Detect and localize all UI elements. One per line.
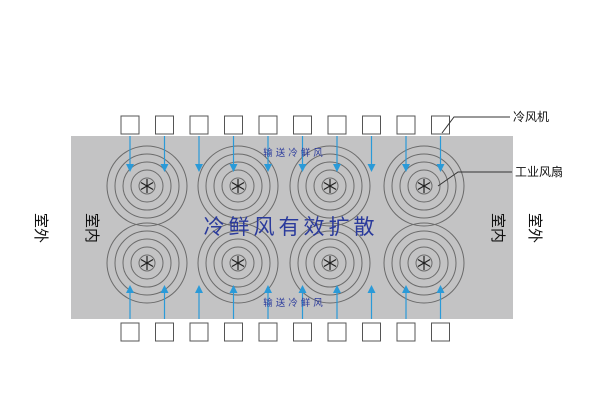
cooler-unit-top-5 [258, 115, 278, 135]
fan-ring [130, 169, 164, 203]
fan-ring [229, 177, 247, 195]
fan-ring [122, 238, 172, 288]
fan-hub-spoke [140, 258, 154, 268]
fan-ring [297, 230, 363, 296]
fan-ring [213, 161, 263, 211]
fan-hub-spoke [417, 258, 431, 268]
fan-hub-spoke [140, 181, 154, 191]
fan-ring [407, 169, 441, 203]
industrial-fan-1-4 [383, 145, 465, 227]
cooler-unit-bottom-6 [293, 322, 312, 342]
right-indoor-label: 室内 [489, 213, 507, 243]
fan-ring [383, 145, 465, 227]
fan-ring [415, 177, 433, 195]
fan-ring [289, 222, 371, 304]
fan-ring [305, 238, 355, 288]
bottom-airflow-caption: 输 送 冷 鲜 风 [263, 297, 323, 309]
fan-ring [122, 161, 172, 211]
cooler-unit-bottom-1 [120, 322, 140, 342]
cooler-unit-top-9 [396, 115, 416, 135]
fan-ring [289, 145, 371, 227]
industrial-fan-2-3 [289, 222, 371, 304]
fan-ring [221, 246, 255, 280]
fan-ring [138, 177, 156, 195]
industrial-fan-2-2 [197, 222, 279, 304]
cooler-unit-bottom-3 [189, 322, 209, 342]
cooler-unit-top-4 [224, 115, 243, 135]
right-outdoor-label: 室外 [526, 213, 544, 243]
cooler-unit-bottom-2 [155, 322, 174, 342]
industrial-fan-1-2 [197, 145, 279, 227]
center-caption: 冷鲜风有效扩散 [204, 215, 379, 239]
fan-callout-label: 工业风扇 [515, 164, 563, 179]
fan-ring [205, 153, 271, 219]
fan-hub-spoke [323, 258, 337, 268]
fan-ring [229, 254, 247, 272]
cooler-callout-label: 冷风机 [513, 110, 549, 124]
fan-hub-spoke [231, 258, 245, 268]
fan-ring [197, 145, 279, 227]
cooler-unit-top-1 [120, 115, 140, 135]
fan-ring [205, 230, 271, 296]
industrial-fans [106, 145, 465, 304]
fan-ring [305, 161, 355, 211]
left-indoor-label: 室内 [83, 213, 101, 243]
fan-ring [197, 222, 279, 304]
cooler-unit-bottom-9 [396, 322, 416, 342]
cooler-units [120, 115, 450, 342]
cooler-unit-bottom-7 [327, 322, 347, 342]
fan-ring [114, 153, 180, 219]
top-airflow-caption: 输 送 冷 鲜 风 [263, 147, 323, 159]
industrial-fan-2-1 [106, 222, 188, 304]
cooler-unit-bottom-4 [224, 322, 243, 342]
fan-ring [213, 238, 263, 288]
fan-hub-spoke [231, 181, 245, 191]
fan-ring [313, 246, 347, 280]
fan-ring [138, 254, 156, 272]
cooler-unit-bottom-5 [258, 322, 278, 342]
fan-hub-spoke [323, 181, 337, 191]
cooler-unit-top-10 [431, 115, 450, 135]
fan-ring [130, 246, 164, 280]
cooler-unit-top-7 [327, 115, 347, 135]
fan-ring [383, 222, 465, 304]
fan-ring [391, 230, 457, 296]
industrial-fan-1-1 [106, 145, 188, 227]
industrial-fan-2-4 [383, 222, 465, 304]
fan-ring [321, 177, 339, 195]
cooler-unit-top-8 [362, 115, 381, 135]
fan-callout-line [437, 171, 512, 187]
fan-ring [106, 222, 188, 304]
cooler-callout-line [441, 116, 510, 134]
cooler-unit-top-3 [189, 115, 209, 135]
fan-ring [407, 246, 441, 280]
fan-ring [321, 254, 339, 272]
fan-hub-spoke [417, 181, 431, 191]
fan-ring [399, 238, 449, 288]
fan-ring [114, 230, 180, 296]
left-outdoor-label: 室外 [32, 213, 50, 243]
cooler-unit-top-6 [293, 115, 312, 135]
fan-ring [106, 145, 188, 227]
cooler-unit-top-2 [155, 115, 174, 135]
airflow-arrows [126, 136, 445, 319]
fan-ring [313, 169, 347, 203]
cooler-unit-bottom-10 [431, 322, 450, 342]
fan-ring [415, 254, 433, 272]
fan-ring [399, 161, 449, 211]
fan-ring [221, 169, 255, 203]
fan-ring [297, 153, 363, 219]
industrial-fan-1-3 [289, 145, 371, 227]
fan-ring [391, 153, 457, 219]
cooler-unit-bottom-8 [362, 322, 381, 342]
